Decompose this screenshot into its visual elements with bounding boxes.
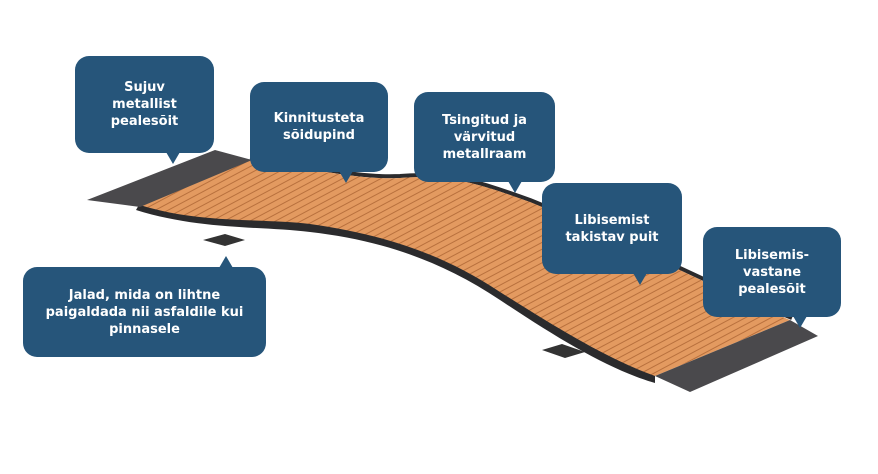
- leg-right: [542, 344, 585, 358]
- callout-pointer: [633, 273, 647, 285]
- callout-deck: Kinnitusteta sõidupind: [250, 82, 388, 172]
- callout-legs: Jalad, mida on lihtne paigaldada nii asf…: [23, 267, 266, 357]
- callout-pointer: [166, 152, 180, 164]
- frame: [136, 203, 655, 383]
- callout-pointer: [339, 171, 353, 183]
- leg-left: [203, 234, 245, 246]
- callout-ramp-right: Libisemis-vastane pealesõit: [703, 227, 841, 317]
- wood-deck: [140, 160, 790, 376]
- callout-frame: Tsingitud ja värvitud metallraam: [414, 92, 555, 182]
- ramp-left-plate: [87, 150, 252, 207]
- ramp-right-plate: [655, 320, 818, 392]
- callout-pointer: [219, 256, 233, 268]
- callout-wood: Libisemist takistav puit: [542, 183, 682, 274]
- callout-ramp-left: Sujuv metallist pealesõit: [75, 56, 214, 153]
- callout-pointer: [793, 316, 807, 328]
- callout-pointer: [508, 181, 522, 193]
